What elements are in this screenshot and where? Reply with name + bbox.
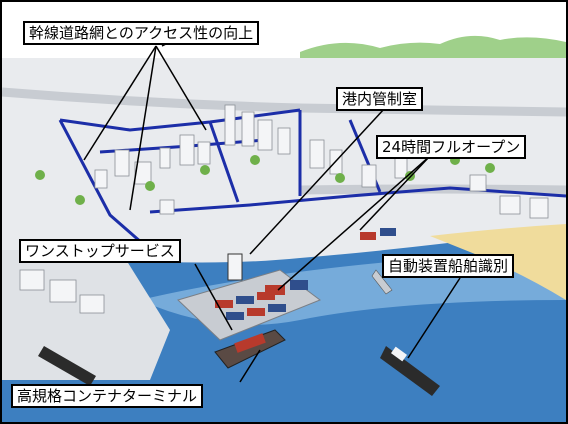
container-stack <box>247 308 265 316</box>
building <box>257 119 273 151</box>
building <box>19 269 45 291</box>
building <box>179 134 195 166</box>
building <box>469 174 487 192</box>
leader-line <box>194 263 233 331</box>
building <box>499 195 521 215</box>
tree <box>250 155 260 165</box>
tree <box>35 170 45 180</box>
container-stack <box>236 296 254 304</box>
building <box>79 294 105 314</box>
building <box>134 161 152 185</box>
building <box>309 139 325 169</box>
building <box>277 127 291 155</box>
leader-line <box>83 45 157 161</box>
vessel-bridge <box>390 346 408 362</box>
trunk-road <box>208 121 240 203</box>
trunk-road <box>149 186 567 214</box>
container-stack <box>215 300 233 308</box>
container-stack <box>290 280 308 290</box>
building <box>49 279 77 303</box>
expressway <box>1 87 567 117</box>
building <box>197 141 211 165</box>
container-stack <box>257 292 275 300</box>
container-stack <box>380 228 396 236</box>
container-stack <box>226 312 244 320</box>
mountain-range <box>300 35 566 62</box>
docked-ship <box>38 346 96 386</box>
building <box>529 197 549 219</box>
leader-line <box>249 107 386 255</box>
callout-24h-operation: 24時間フルオープン <box>376 135 527 159</box>
container-stack <box>360 232 376 240</box>
city-blocks <box>19 104 549 314</box>
building <box>224 104 236 146</box>
ship-cargo <box>234 333 266 353</box>
callout-one-stop-service: ワンストップサービス <box>19 239 181 263</box>
building <box>94 169 108 189</box>
leader-line <box>155 45 207 131</box>
container-stack <box>268 304 286 312</box>
tree <box>145 181 155 191</box>
leader-line <box>277 155 431 291</box>
trunk-road-network <box>58 108 567 252</box>
tree <box>75 195 85 205</box>
building <box>159 199 175 215</box>
container-stack <box>265 285 285 295</box>
callout-container-terminal: 高規格コンテナターミナル <box>11 384 204 408</box>
tree <box>200 165 210 175</box>
callout-arterial-road-access: 幹線道路網とのアクセス性の向上 <box>23 21 260 45</box>
building <box>159 147 171 169</box>
tree <box>335 173 345 183</box>
tree <box>485 163 495 173</box>
callout-port-control-room: 港内管制室 <box>336 87 424 111</box>
building <box>361 164 377 188</box>
small-boat <box>371 269 393 295</box>
callout-auto-ship-identification: 自動装置船舶識別 <box>382 254 515 278</box>
leader-line <box>239 349 261 383</box>
identified-vessel <box>380 346 440 396</box>
building <box>114 149 130 177</box>
port-control-tower <box>227 253 243 281</box>
trunk-road <box>59 108 301 132</box>
leader-line <box>129 45 157 211</box>
leader-line <box>407 277 461 359</box>
leader-line <box>359 155 431 231</box>
container-stacks <box>215 228 396 320</box>
leader-lines <box>83 41 461 383</box>
trunk-road <box>58 119 151 252</box>
building <box>241 111 255 147</box>
